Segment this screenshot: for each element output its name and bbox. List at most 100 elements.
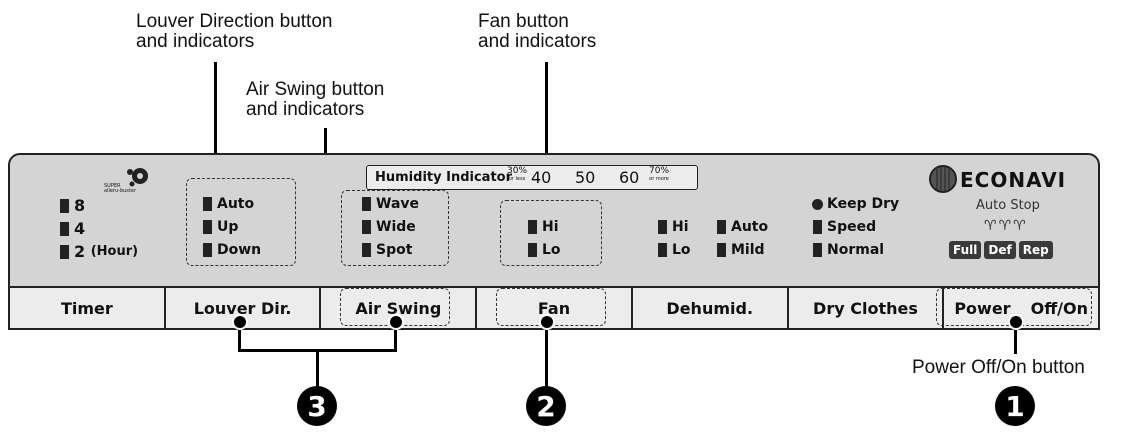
airswing-dashed-group — [341, 190, 449, 266]
auto-stop-label: Auto Stop — [976, 198, 1040, 213]
dryclothes-indicator-keep-dry: Keep Dry — [812, 196, 899, 212]
louver-indicator-up: Up — [203, 219, 238, 235]
dehumid-auto-label: Auto — [731, 219, 769, 235]
louver-button-nub — [232, 314, 248, 330]
bracket-right-leg — [394, 322, 397, 352]
power-button-nub — [1008, 314, 1024, 330]
humidity-low: 30%or less — [507, 166, 528, 183]
louver-dir-button[interactable]: Louver Dir. — [166, 288, 322, 328]
dehumid-button[interactable]: Dehumid. — [633, 288, 789, 328]
timer-unit-label: (Hour) — [90, 244, 139, 259]
super-logo-text: SUPER — [104, 183, 121, 189]
humidity-low-note: or less — [508, 176, 526, 182]
bracket-stem — [316, 349, 319, 387]
fan-leader-line — [545, 62, 548, 196]
airswing-wide-label: Wide — [376, 219, 416, 235]
def-tag: Def — [984, 241, 1016, 259]
timer-button[interactable]: Timer — [10, 288, 166, 328]
fan-button[interactable]: Fan — [477, 288, 633, 328]
rep-tag: Rep — [1018, 241, 1053, 259]
power-callout-caption: Power Off/On button — [912, 357, 1085, 378]
normal-label: Normal — [827, 242, 885, 258]
louver-down-label: Down — [217, 242, 262, 258]
louver-callout-caption: Louver Direction button and indicators — [136, 12, 332, 52]
louver-indicator-down: Down — [203, 242, 261, 258]
humidity-50: 50 — [575, 168, 596, 187]
dehumid-indicator-mild: Mild — [717, 242, 765, 258]
louver-leader-line — [214, 62, 217, 180]
bracket-left-leg — [238, 322, 241, 352]
dryclothes-indicator-normal: Normal — [813, 242, 884, 258]
timer-4-label: 4 — [74, 219, 86, 238]
humidity-60: 60 — [619, 168, 640, 187]
airswing-indicator-wide: Wide — [362, 219, 416, 235]
humidity-indicator: Humidity Indicator 30%or less 40 50 60 7… — [366, 165, 698, 190]
off-on-label: Off/On — [1030, 298, 1089, 318]
full-tag: Full — [949, 241, 982, 259]
louver-auto-label: Auto — [217, 196, 255, 212]
power-off-on-button[interactable]: Power Off/On — [944, 288, 1098, 328]
dehumid-indicator-lo: Lo — [658, 242, 691, 258]
louver-indicator-auto: Auto — [203, 196, 254, 212]
timer-2-label: 2 — [74, 242, 86, 261]
shirt-icons: ♈♈♈ — [984, 218, 1028, 234]
airswing-spot-label: Spot — [376, 242, 413, 258]
keep-dry-label: Keep Dry — [827, 196, 900, 212]
fan-lower-leader-line — [545, 322, 548, 388]
fan-callout-line1: Fan button — [478, 11, 569, 32]
dehumid-lo-label: Lo — [672, 242, 691, 258]
humidity-low-pct: 30% — [507, 166, 528, 176]
airswing-wave-label: Wave — [376, 196, 420, 212]
fan-indicator-hi: Hi — [528, 219, 559, 235]
power-label: Power — [954, 298, 1011, 318]
econavi-sensor-icon — [929, 165, 957, 193]
dehumid-indicator-hi: Hi — [658, 219, 689, 235]
airswing-callout-line2: and indicators — [246, 99, 365, 120]
fan-callout-line2: and indicators — [478, 31, 597, 52]
power-leader-line — [1014, 322, 1017, 354]
fan-indicator-lo: Lo — [528, 242, 561, 258]
louver-up-label: Up — [217, 219, 239, 235]
dehumid-mild-label: Mild — [731, 242, 765, 258]
humidity-high-note: or more — [649, 176, 669, 182]
airswing-indicator-wave: Wave — [362, 196, 419, 212]
alleru-buster-icon — [127, 168, 148, 187]
airswing-button-nub — [388, 314, 404, 330]
speed-label: Speed — [827, 219, 877, 235]
dryclothes-indicator-speed: Speed — [813, 219, 876, 235]
shirt-icon: ♈ — [998, 218, 1014, 234]
alleru-buster-logo-text: alleru-buster — [104, 188, 136, 194]
airswing-indicator-spot: Spot — [362, 242, 412, 258]
econavi-brand: ECONAVI — [960, 168, 1067, 192]
humidity-high-pct: 70% — [649, 166, 670, 176]
louver-callout-line1: Louver Direction button — [136, 11, 333, 32]
airswing-callout-caption: Air Swing button and indicators — [246, 80, 384, 120]
button-bar: Timer Louver Dir. Air Swing Fan Dehumid.… — [8, 286, 1100, 330]
humidity-40: 40 — [531, 168, 552, 187]
timer-8-label: 8 — [74, 196, 86, 215]
humidity-high: 70%or more — [649, 166, 670, 183]
humidity-indicator-title: Humidity Indicator — [375, 170, 513, 185]
dehumid-indicator-auto: Auto — [717, 219, 768, 235]
fan-button-nub — [539, 314, 555, 330]
fan-hi-label: Hi — [542, 219, 559, 235]
timer-indicator-8: 8 — [60, 196, 85, 215]
air-swing-button[interactable]: Air Swing — [321, 288, 478, 328]
louver-dashed-group — [186, 178, 296, 266]
shirt-icon: ♈ — [984, 218, 999, 234]
dehumid-hi-label: Hi — [672, 219, 689, 235]
shirt-icon: ♈ — [1013, 218, 1028, 234]
airswing-callout-line1: Air Swing button — [246, 79, 385, 100]
louver-callout-line2: and indicators — [136, 31, 255, 52]
callout-number-2: 2 — [526, 386, 566, 426]
callout-number-3: 3 — [297, 386, 337, 426]
timer-indicator-4: 4 — [60, 219, 85, 238]
timer-indicator-2: 2 (Hour) — [60, 242, 138, 261]
fan-dashed-group — [500, 200, 602, 266]
super-alleru-buster-logo: SUPER alleru-buster — [104, 166, 154, 196]
callout-number-1: 1 — [995, 386, 1035, 426]
fan-lo-label: Lo — [542, 242, 561, 258]
dry-clothes-button[interactable]: Dry Clothes — [789, 288, 945, 328]
